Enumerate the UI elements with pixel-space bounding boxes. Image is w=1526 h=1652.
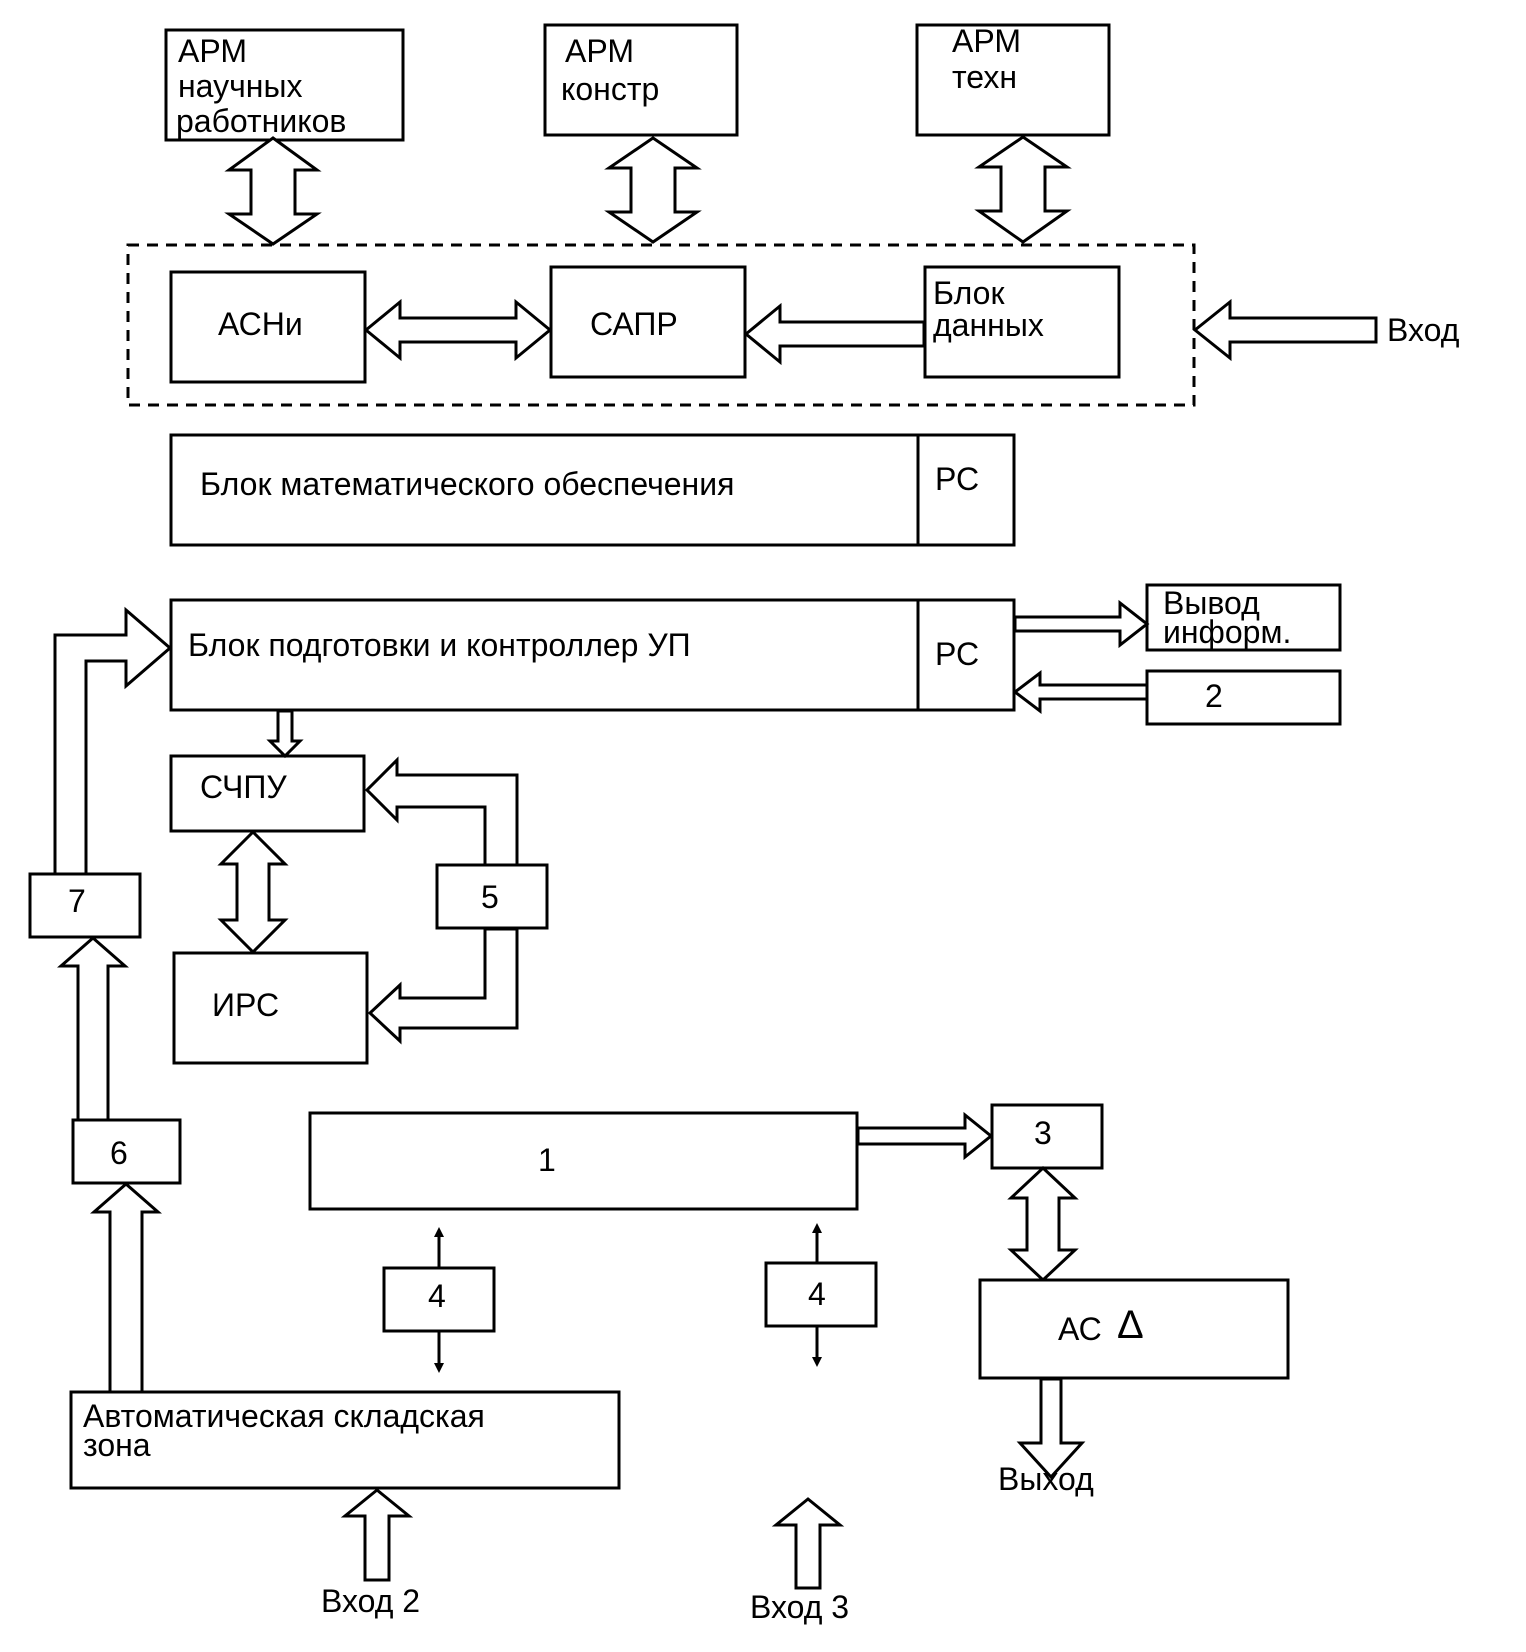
prep-block-label: Блок подготовки и контроллер УП [188,627,691,663]
rs1-label: РС [935,461,979,497]
arm-tech-line1: АРМ [952,23,1021,59]
block-4-left: 4 [382,1266,496,1333]
block-4-right: 4 [764,1261,878,1328]
arrow-warehouse-to-6 [90,1182,162,1394]
double-arrow-schpu-irs [217,829,289,955]
output-label: Выход [998,1461,1094,1497]
asd-label: АС [1058,1311,1102,1347]
arrow-6-to-7 [57,936,129,1122]
block-3-label: 3 [1034,1115,1052,1151]
arrow-to-output-info [1013,599,1150,649]
arrow-input-2 [340,1488,414,1582]
block-3: 3 [990,1103,1104,1170]
block-2: 2 [1145,669,1342,726]
sapr-block: САПР [549,265,747,379]
arm-sci-line3: работников [176,103,346,139]
arm-scientists-block: АРМ научных работников [164,28,405,142]
asd-delta-symbol: Δ [1117,1303,1144,1347]
block-1: 1 [308,1111,859,1211]
arrow-input-3 [771,1497,845,1590]
block-5: 5 [435,863,549,930]
prep-controller-block: Блок подготовки и контроллер УП РС [169,598,1016,712]
output-info-line1: Вывод [1163,585,1260,621]
warehouse-line1: Автоматическая складская [83,1398,485,1434]
arrow-block2-to-rs [1012,669,1149,715]
arm-technologist-block: АРМ техн [915,23,1111,137]
double-arrow-asni-sapr [363,298,553,362]
sapr-label: САПР [590,306,678,342]
double-arrow-arm-con [604,136,702,244]
arm-sci-line1: АРМ [178,33,247,69]
asd-block: АС Δ [978,1278,1290,1380]
arrow-prep-to-schpu [266,709,304,759]
rs2-label: РС [935,636,979,672]
arm-con-line1: АРМ [565,33,634,69]
block-5-label: 5 [481,879,499,915]
block-4-left-label: 4 [428,1278,446,1314]
block-4-right-label: 4 [808,1276,826,1312]
output-info-line2: информ. [1163,614,1291,650]
block-6: 6 [71,1118,182,1185]
input-2-label: Вход 2 [321,1583,420,1619]
math-block-label: Блок математического обеспечения [200,466,734,502]
data-block-line2: данных [933,307,1044,343]
arrow-output [1016,1377,1086,1480]
arrow-input-main [1192,298,1378,362]
warehouse-block: Автоматическая складская зона [69,1390,621,1490]
warehouse-line2: зона [83,1427,151,1463]
irs-block: ИРС [172,951,369,1065]
input-label: Вход [1387,312,1460,348]
input-3-label: Вход 3 [750,1589,849,1625]
output-info-block: Вывод информ. [1145,583,1342,652]
double-arrow-arm-tech [974,135,1072,244]
asni-block: АСНи [169,270,367,384]
schpu-block: СЧПУ [169,754,366,833]
double-arrow-3-asd [1007,1165,1079,1283]
block-1-label: 1 [538,1142,556,1178]
arrow-5-to-irs [367,927,519,1045]
arrow-5-to-schpu [364,756,519,867]
arm-sci-line2: научных [178,68,302,104]
arrow-1-to-3 [856,1111,994,1161]
arm-tech-line2: техн [952,59,1017,95]
arrow-data-to-sapr [743,302,926,366]
block-6-label: 6 [110,1135,128,1171]
asni-label: АСНи [218,306,303,342]
data-block: Блок данных [923,265,1121,379]
math-support-block: Блок математического обеспечения РС [169,433,1016,547]
dashed-group [126,243,1196,407]
arrow-7-to-prep [53,606,173,876]
block-7: 7 [28,872,142,939]
arm-con-line2: констр [561,71,659,107]
arm-constructor-block: АРМ констр [543,23,739,137]
irs-label: ИРС [212,987,279,1023]
block-2-label: 2 [1205,678,1223,714]
schpu-label: СЧПУ [200,769,287,805]
data-block-line1: Блок [933,275,1005,311]
block-7-label: 7 [68,883,86,919]
double-arrow-arm-sci [224,136,322,246]
